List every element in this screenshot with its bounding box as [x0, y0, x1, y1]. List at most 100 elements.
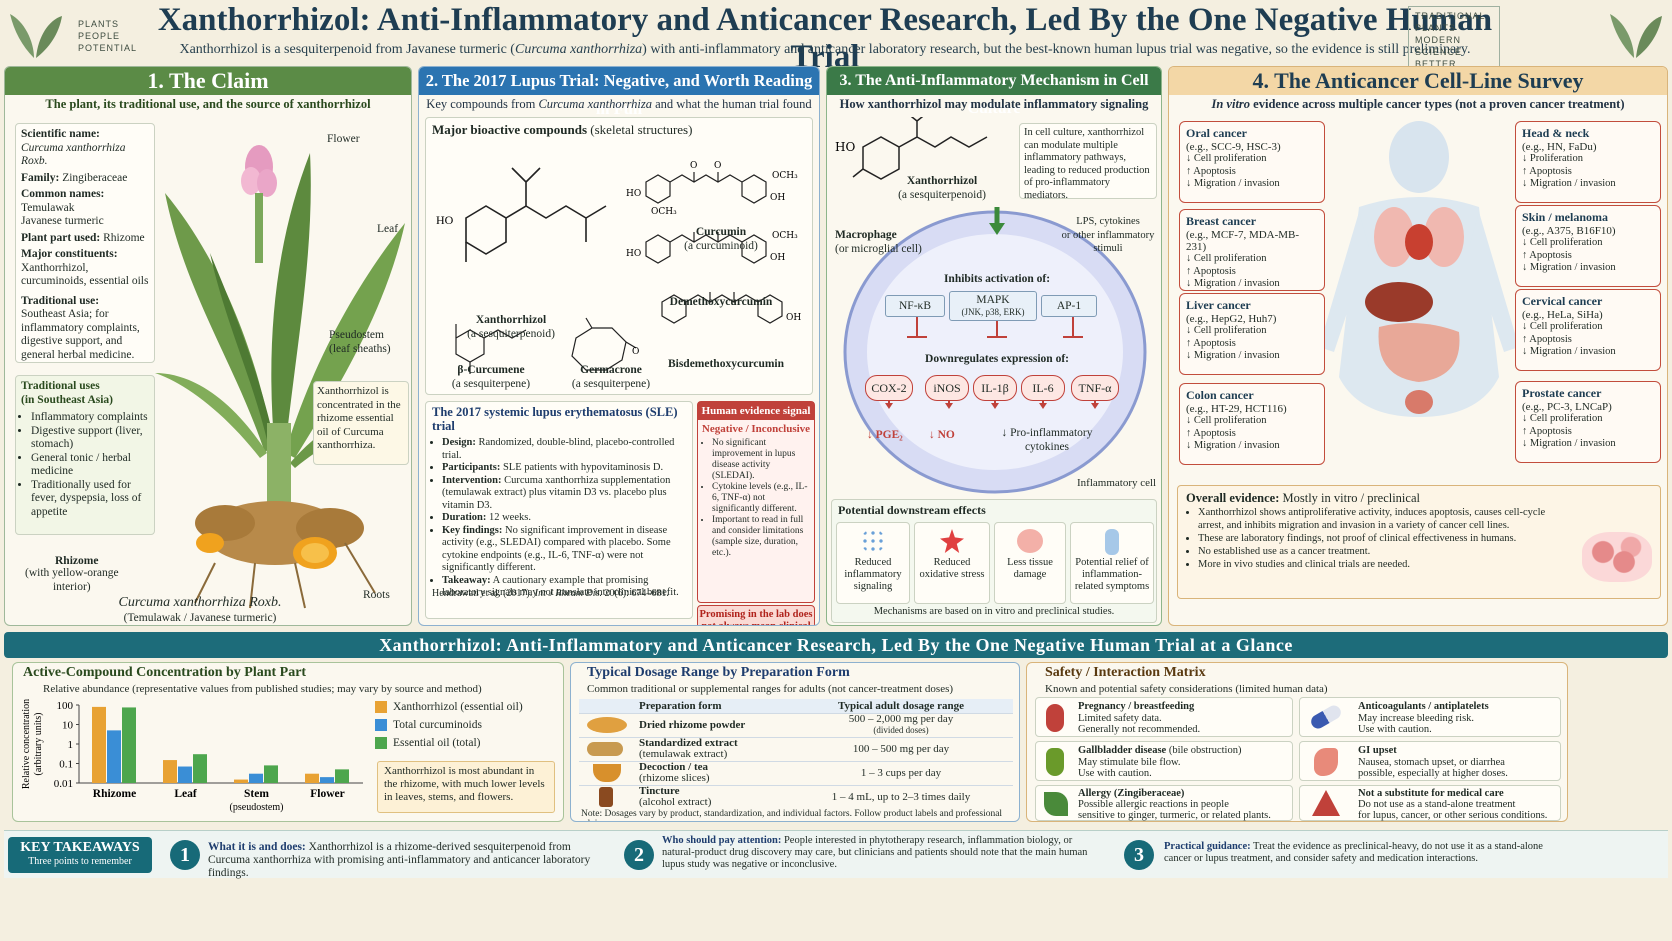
svg-text:HO: HO — [835, 140, 855, 154]
effect-symptom: Potential relief of inflammation-related… — [1070, 522, 1154, 604]
warning-icon — [1312, 790, 1340, 816]
effect-oxidative: Reduced oxidative stress — [914, 522, 990, 604]
bar — [122, 707, 136, 783]
tea-cup-icon — [593, 764, 621, 782]
organ-head-neck: Head & neck(e.g., HN, FaDu)↓ Proliferati… — [1515, 121, 1661, 203]
svg-text:OCH₃: OCH₃ — [772, 231, 798, 241]
bar — [107, 730, 121, 783]
x-tick-label: Leaf — [174, 788, 197, 800]
effects-card: Potential downstream effects Reduced inf… — [831, 499, 1157, 623]
page-subtitle: Xanthorrhizol is a sesquiterpenoid from … — [179, 42, 1471, 57]
chemical-structures: HO HO OCH₃ O O OCH₃ OH HO OCH₃ OH OH — [436, 161, 801, 374]
dosage-subtitle: Common traditional or supplemental range… — [587, 683, 954, 695]
pathway-nfkb: NF-κB — [885, 295, 945, 317]
gene-inos: iNOS — [925, 375, 969, 401]
at-a-glance-banner: Xanthorrhizol: Anti-Inflammatory and Ant… — [4, 632, 1668, 658]
effect-reduced-signaling: Reduced inflammatory signaling — [836, 522, 910, 604]
y-tick-label: 0.01 — [54, 778, 73, 790]
traditional-uses-card: Traditional uses (in Southeast Asia) Inf… — [15, 375, 155, 535]
bar — [320, 777, 334, 783]
plant-illustration — [155, 145, 405, 609]
panel-anticancer-subtitle: In vitro evidence across multiple cancer… — [1211, 97, 1625, 111]
x-tick-label: Stem — [244, 788, 269, 800]
concentration-note: Xanthorrhizol is concentrated in the rhi… — [313, 381, 409, 465]
plant-facts-card: Scientific name:Curcuma xanthorrhiza Rox… — [15, 123, 155, 363]
safety-title: Safety / Interaction Matrix — [1045, 665, 1206, 680]
bar — [193, 754, 207, 783]
rhizome-icon — [194, 501, 376, 609]
product-pge2: ↓ PGE₂ — [867, 429, 903, 441]
curcumin-structures — [645, 172, 783, 324]
organ-cervical: Cervical cancer(e.g., HeLa, SiHa)↓ Cell … — [1515, 289, 1661, 371]
panel-mechanism-title: 3. The Anti-Inflammatory Mechanism in Ce… — [827, 67, 1161, 117]
label-rhizome-sub: (with yellow-orange interior) — [25, 567, 119, 593]
inflammatory-cell-label: Inflammatory cell — [1077, 477, 1157, 489]
cell-diagram — [843, 207, 1147, 494]
bar — [264, 765, 278, 783]
legend-swatch — [375, 737, 387, 750]
mechanism-note: In cell culture, xanthorrhizol can modul… — [1019, 123, 1157, 201]
safety-panel: Safety / Interaction Matrix Known and po… — [1026, 662, 1568, 822]
bar — [234, 779, 248, 783]
bar — [335, 769, 349, 783]
label-roots: Roots — [363, 589, 390, 601]
signal-verdict: Negative / Inconclusive — [701, 423, 811, 435]
gallbladder-icon — [1046, 748, 1064, 776]
gene-cox2: COX-2 — [865, 375, 913, 401]
body-illustration — [1319, 121, 1519, 417]
joint-icon — [1105, 529, 1119, 555]
compounds-card: Major bioactive compounds (skeletal stru… — [425, 117, 813, 395]
macrophage-label: Macrophage(or microglial cell) — [835, 229, 922, 255]
bar — [178, 766, 192, 783]
tissue-icon — [1017, 529, 1043, 553]
takeaway-2: Who should pay attention: People interes… — [662, 835, 1088, 870]
legend-swatch — [375, 719, 387, 732]
effect-tissue: Less tissue damage — [994, 522, 1066, 604]
svg-text:O: O — [690, 161, 697, 171]
y-tick-label: 10 — [62, 720, 74, 732]
stomach-icon — [1314, 748, 1338, 776]
leaf-logo-right-icon — [1610, 14, 1662, 58]
compound-curcumin: Curcumin(a curcuminoid) — [684, 226, 758, 252]
organ-prostate: Prostate cancer(e.g., PC-3, LNCaP)↓ Cell… — [1515, 381, 1661, 463]
bar — [92, 706, 106, 783]
svg-text:O: O — [714, 161, 721, 171]
leaf-logo-icon — [10, 14, 62, 58]
svg-text:HO: HO — [626, 189, 641, 199]
gene-il6: IL-6 — [1021, 375, 1065, 401]
bar — [163, 760, 177, 783]
bar — [249, 773, 263, 783]
panel-claim-title: 1. The Claim — [5, 67, 411, 95]
signal-footer: Promising in the lab does not always mea… — [697, 605, 815, 625]
organ-skin: Skin / melanoma(e.g., A375, B16F10)↓ Cel… — [1515, 205, 1661, 287]
table-row: Decoction / tea(rhizome slices)1 – 3 cup… — [579, 761, 1013, 785]
pathway-mapk: MAPK(JNK, p38, ERK) — [949, 291, 1037, 321]
x-tick-label: Flower — [310, 788, 344, 800]
panel-mechanism: 3. The Anti-Inflammatory Mechanism in Ce… — [826, 66, 1162, 626]
plant-caption-sub: (Temulawak / Javanese turmeric) — [123, 612, 277, 624]
liver-icon — [1365, 282, 1433, 322]
compound-bisdemethoxycurcumin: Bisdemethoxycurcumin — [667, 358, 785, 370]
svg-text:OH: OH — [770, 253, 785, 263]
svg-text:O: O — [632, 347, 639, 357]
x-tick-label: Rhizome — [93, 788, 136, 800]
svg-text:OCH₃: OCH₃ — [651, 207, 677, 217]
organ-colon: Colon cancer(e.g., HT-29, HCT116)↓ Cell … — [1179, 383, 1325, 465]
panel-mechanism-subtitle: How xanthorrhizol may modulate inflammat… — [839, 97, 1149, 111]
key-takeaways: KEY TAKEAWAYS Three points to remember 1… — [4, 830, 1668, 879]
panel-trial-subtitle: Key compounds from Curcuma xanthorrhiza … — [426, 97, 812, 111]
downregulates-label: Downregulates expression of: — [925, 353, 1069, 365]
tincture-bottle-icon — [599, 787, 613, 808]
mech-xanthorrhizol-label: Xanthorrhizol(a sesquiterpenoid) — [898, 175, 986, 201]
panel-claim-subtitle: The plant, its traditional use, and the … — [45, 97, 371, 111]
intestine-icon — [1378, 323, 1460, 382]
flower-icon — [241, 145, 277, 263]
cancer-cells-icon — [1582, 532, 1652, 582]
chart-subtitle: Relative abundance (representative value… — [43, 683, 482, 695]
